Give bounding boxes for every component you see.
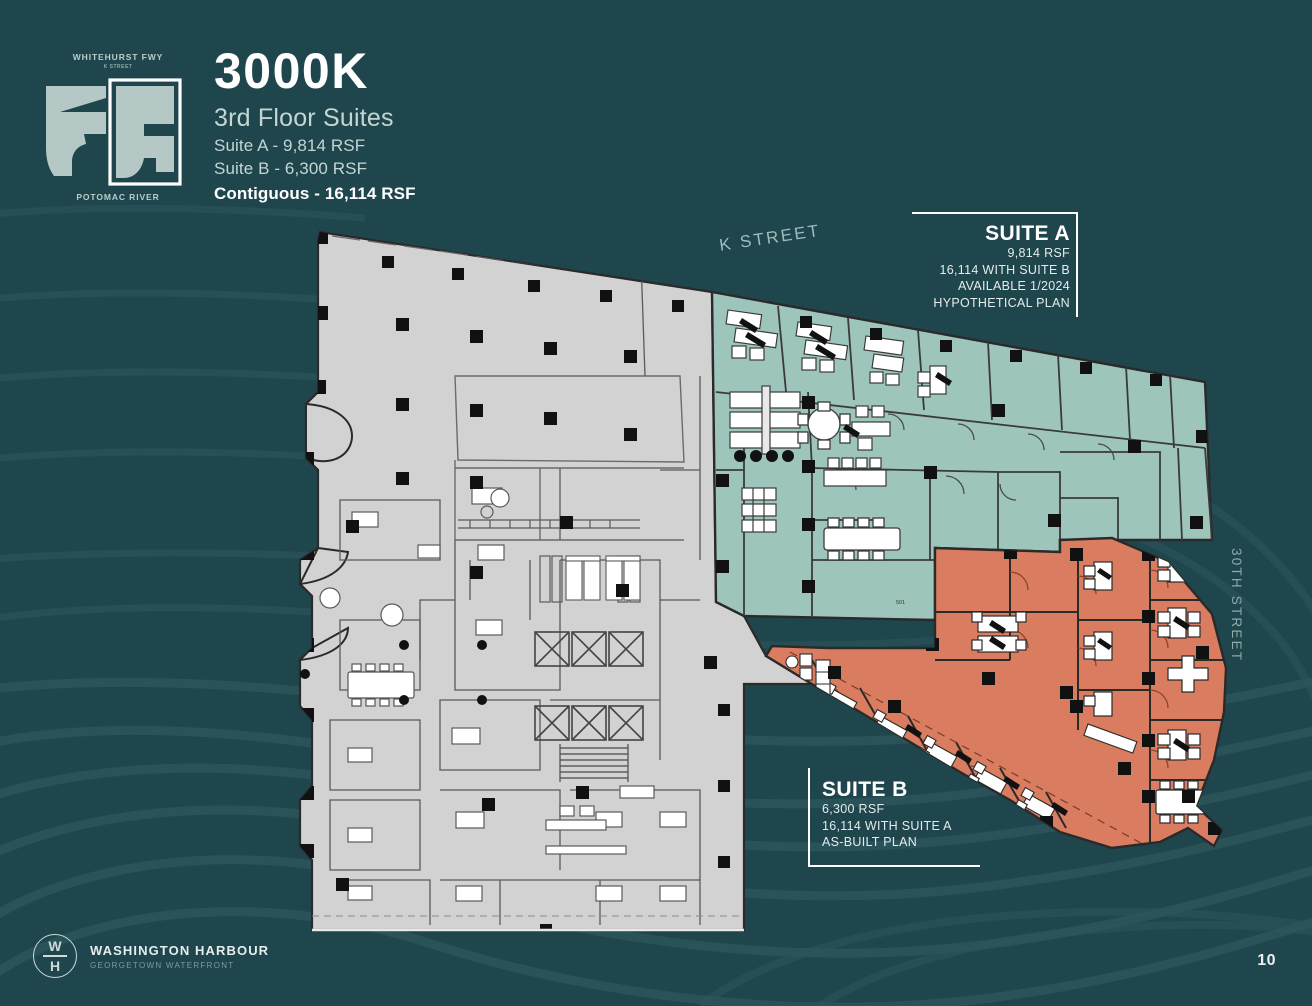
washington-harbour-monogram-icon: W H [33,934,77,978]
key-map: WHITEHURST FWY K STREET POTOMAC RIVER [38,52,198,202]
suite-a-callout-title: SUITE A [985,222,1070,245]
footer-logo: W H WASHINGTON HARBOUR GEORGETOWN WATERF… [33,934,269,978]
footer-brand-name: WASHINGTON HARBOUR [90,942,270,958]
header-suite-a-summary: Suite A - 9,814 RSF [214,135,366,155]
suite-b-area[interactable] [764,536,1228,850]
suite-a-callout-combined: 16,114 WITH SUITE B [939,262,1070,277]
footer-text-block: WASHINGTON HARBOUR GEORGETOWN WATERFRONT [90,943,269,970]
suite-a-callout-plan-type: HYPOTHETICAL PLAN [933,295,1070,310]
keymap-label-whitehurst: WHITEHURST FWY [72,52,164,62]
suite-a-callout[interactable]: SUITE A 9,814 RSF 16,114 WITH SUITE B AV… [912,212,1078,318]
monogram-divider [43,955,67,957]
suite-b-callout-plan-type: AS-BUILT PLAN [822,835,918,850]
svg-text:501: 501 [896,600,905,606]
monogram-letter-w: W [48,938,62,955]
header-text-block: 3000K 3rd Floor Suites Suite A - 9,814 R… [214,45,774,204]
keymap-label-potomac: POTOMAC RIVER [76,192,160,202]
street-label-30th-street: 30TH STREET [1229,548,1244,663]
monogram-letter-h: H [49,957,61,974]
suite-b-callout-combined: 16,114 WITH SUITE A [822,818,952,833]
page-title: 3000K [214,43,369,99]
suite-b-callout[interactable]: SUITE B 6,300 RSF 16,114 WITH SUITE A AS… [808,768,980,867]
suite-a-callout-rsf: 9,814 RSF [1007,246,1070,261]
suite-a-callout-availability: AVAILABLE 1/2024 [957,279,1070,294]
header-contiguous-summary: Contiguous - 16,114 RSF [214,183,416,203]
suite-b-callout-rsf: 6,300 RSF [822,802,885,817]
keymap-building-footprints [46,78,182,186]
page-subtitle: 3rd Floor Suites [214,103,394,132]
base-plan-interior [300,232,744,930]
suite-b-callout-title: SUITE B [822,778,908,801]
footer-brand-tagline: GEORGETOWN WATERFRONT [90,960,235,970]
page-number: 10 [1257,952,1276,969]
keymap-label-k-street: K STREET [103,64,133,70]
header-suite-b-summary: Suite B - 6,300 RSF [214,158,368,178]
suite-a-interior: 501 [715,305,1212,620]
